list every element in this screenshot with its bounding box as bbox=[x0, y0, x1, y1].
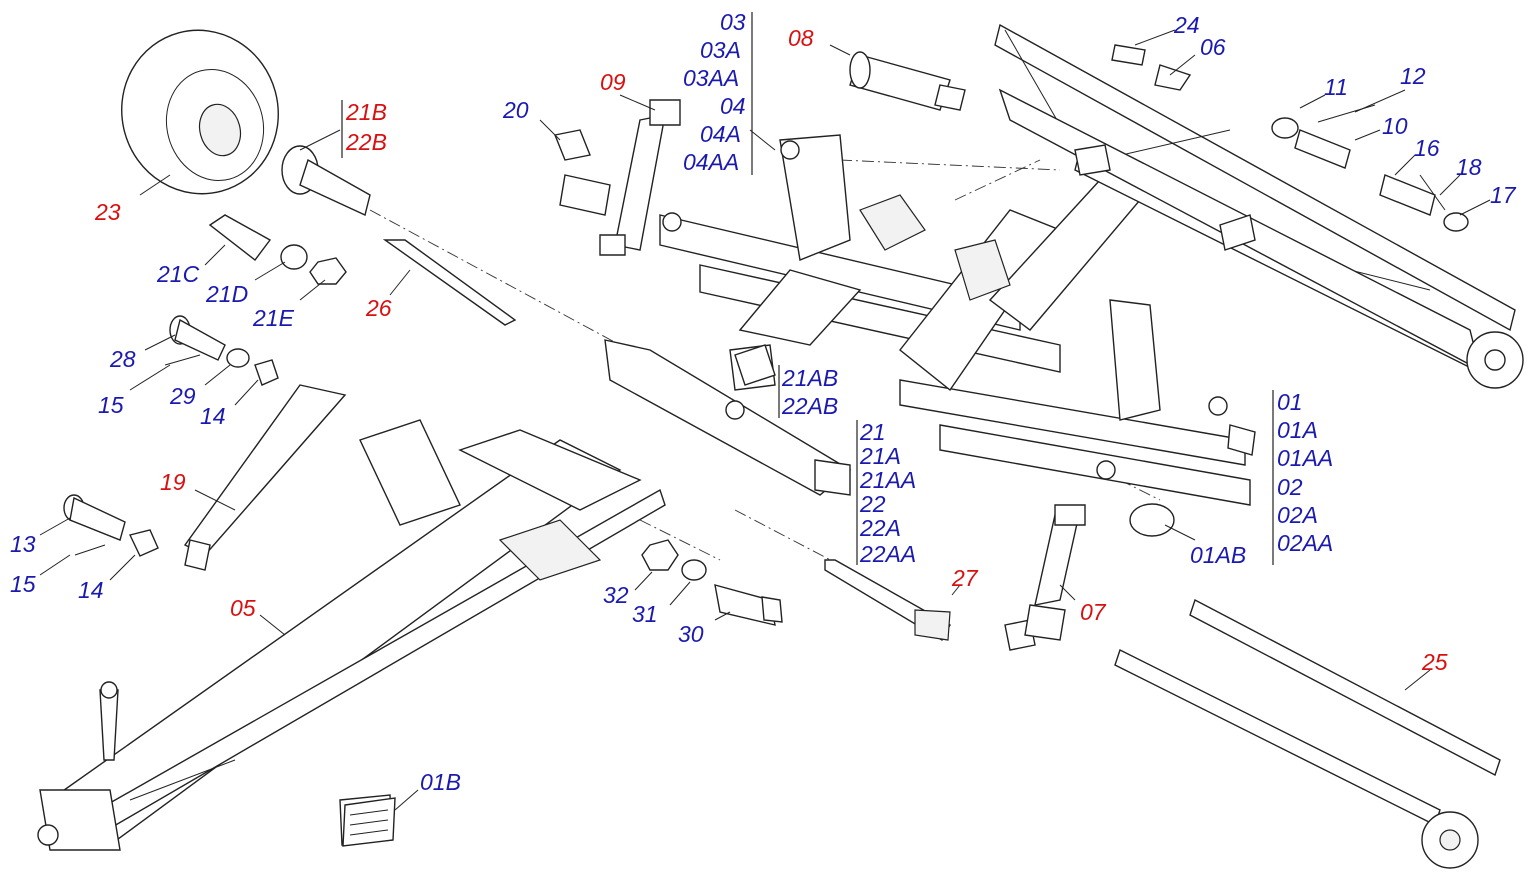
label-08: 08 bbox=[788, 25, 814, 51]
label-22: 22 bbox=[859, 491, 886, 517]
label-05: 05 bbox=[230, 595, 256, 621]
label-30: 30 bbox=[678, 621, 704, 647]
label-02: 02 bbox=[1277, 474, 1303, 500]
drawbar bbox=[37, 419, 666, 851]
label-21e: 21E bbox=[252, 305, 295, 331]
label-19: 19 bbox=[160, 469, 186, 495]
leader-lines bbox=[39, 29, 1491, 811]
label-03a: 03A bbox=[700, 37, 741, 63]
label-14-lower: 14 bbox=[78, 577, 104, 603]
label-28: 28 bbox=[109, 346, 136, 372]
label-22a: 22A bbox=[859, 515, 901, 541]
rear-roller-frame bbox=[994, 23, 1524, 389]
label-11: 11 bbox=[1324, 74, 1348, 100]
label-22ab: 22AB bbox=[781, 393, 838, 419]
label-18: 18 bbox=[1456, 154, 1482, 180]
label-04: 04 bbox=[720, 93, 746, 119]
label-21b: 21B bbox=[345, 99, 387, 125]
cylinder-08 bbox=[849, 51, 966, 111]
label-31: 31 bbox=[632, 601, 658, 627]
label-24: 24 bbox=[1173, 12, 1200, 38]
label-25: 25 bbox=[1421, 649, 1448, 675]
cylinder-09 bbox=[554, 99, 681, 256]
label-01ab: 01AB bbox=[1190, 542, 1246, 568]
label-02a: 02A bbox=[1277, 502, 1318, 528]
label-03: 03 bbox=[720, 9, 746, 35]
label-15-lower: 15 bbox=[10, 571, 36, 597]
label-22aa: 22AA bbox=[859, 541, 916, 567]
cylinder-07 bbox=[1004, 504, 1086, 651]
decal-plate bbox=[342, 797, 396, 847]
hub-parts bbox=[208, 214, 347, 285]
label-21d: 21D bbox=[205, 281, 248, 307]
bushings bbox=[734, 344, 1175, 537]
label-04aa: 04AA bbox=[683, 149, 739, 175]
label-01: 01 bbox=[1277, 389, 1303, 415]
label-01a: 01A bbox=[1277, 417, 1318, 443]
label-10: 10 bbox=[1382, 113, 1408, 139]
label-07: 07 bbox=[1080, 599, 1107, 625]
label-21: 21 bbox=[859, 419, 886, 445]
wheel-assembly bbox=[121, 29, 371, 216]
label-29: 29 bbox=[169, 383, 196, 409]
label-13: 13 bbox=[10, 531, 36, 557]
label-14-upper: 14 bbox=[200, 403, 226, 429]
label-21aa: 21AA bbox=[859, 467, 916, 493]
label-04a: 04A bbox=[700, 121, 741, 147]
label-03aa: 03AA bbox=[683, 65, 739, 91]
pivot-pin-set bbox=[641, 539, 783, 626]
label-02aa: 02AA bbox=[1277, 530, 1333, 556]
label-09: 09 bbox=[600, 69, 626, 95]
label-27: 27 bbox=[951, 565, 979, 591]
label-15-upper: 15 bbox=[98, 392, 124, 418]
cylinder-left bbox=[63, 315, 347, 571]
label-group-separators bbox=[341, 12, 1274, 565]
label-32: 32 bbox=[603, 582, 629, 608]
label-26: 26 bbox=[365, 295, 392, 321]
label-06: 06 bbox=[1200, 34, 1226, 60]
label-23: 23 bbox=[94, 199, 121, 225]
label-21a: 21A bbox=[859, 443, 901, 469]
label-17: 17 bbox=[1490, 182, 1517, 208]
label-21ab: 21AB bbox=[781, 365, 838, 391]
rods bbox=[382, 239, 951, 641]
part-labels: 03 03A 03AA 04 04A 04AA 08 24 06 11 12 1… bbox=[10, 9, 1517, 795]
small-fittings bbox=[1111, 44, 1469, 232]
label-21c: 21C bbox=[156, 261, 200, 287]
disc-gang bbox=[1114, 598, 1501, 869]
label-01aa: 01AA bbox=[1277, 445, 1333, 471]
label-20: 20 bbox=[502, 97, 529, 123]
label-22b: 22B bbox=[345, 129, 387, 155]
label-01b: 01B bbox=[420, 769, 461, 795]
label-12: 12 bbox=[1400, 63, 1426, 89]
label-16: 16 bbox=[1414, 135, 1440, 161]
